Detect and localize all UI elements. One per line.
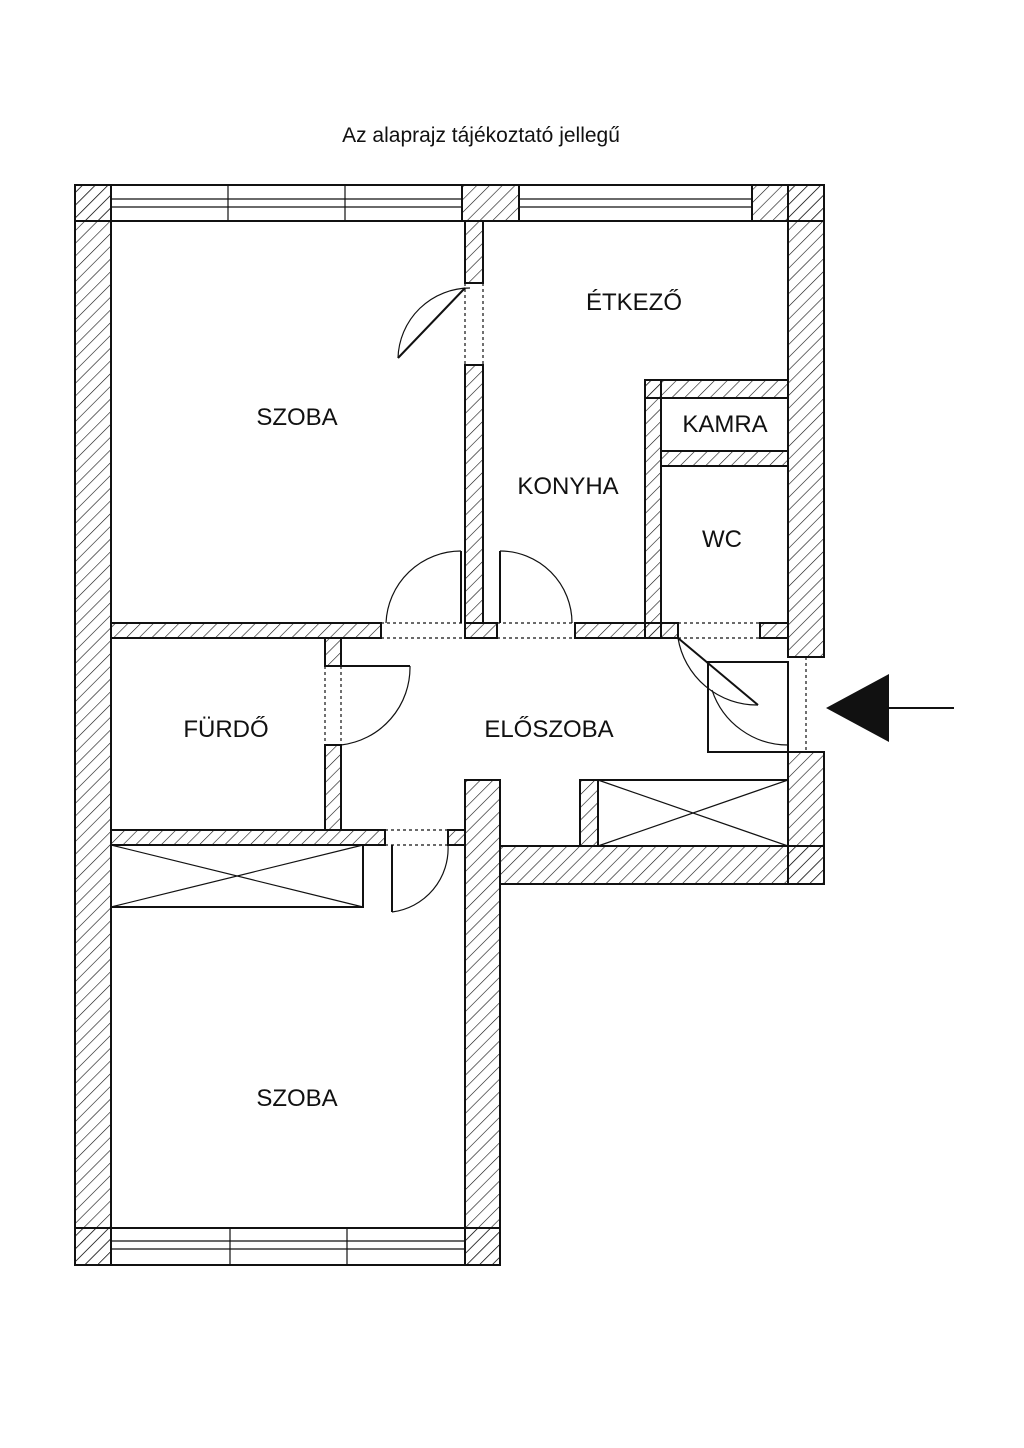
doors [324, 283, 824, 913]
room-label-eloszoba: ELŐSZOBA [484, 716, 613, 743]
windows [110, 184, 753, 1266]
plan-note: Az alaprajz tájékoztató jellegű [342, 124, 620, 147]
room-label-szoba-top: SZOBA [256, 404, 337, 431]
interior-walls [110, 220, 789, 847]
room-label-konyha: KONYHA [517, 473, 618, 500]
room-label-szoba-bottom: SZOBA [256, 1085, 337, 1112]
outer-walls [74, 184, 825, 1266]
closets [110, 779, 789, 908]
entrance-arrow-icon [826, 674, 954, 742]
room-label-kamra: KAMRA [682, 411, 767, 438]
room-label-furdo: FÜRDŐ [183, 716, 268, 743]
room-label-wc: WC [702, 526, 742, 553]
room-label-etkezo: ÉTKEZŐ [586, 289, 682, 316]
